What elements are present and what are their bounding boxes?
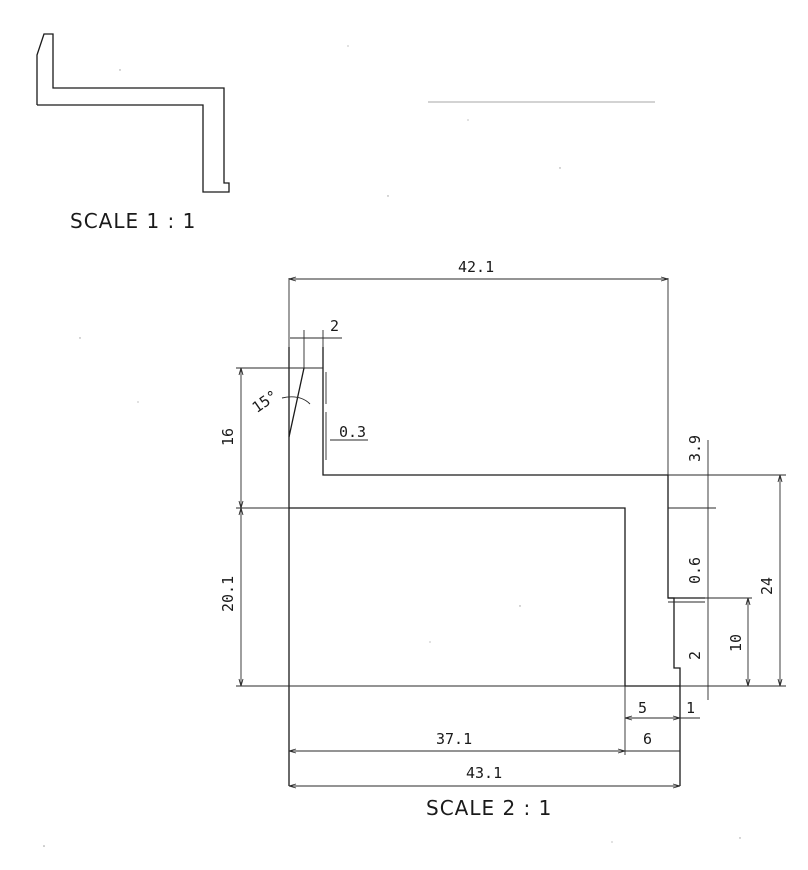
chamfer-line [288, 367, 305, 438]
scale-small-label: SCALE 1 : 1 [70, 209, 196, 233]
dim-offset: 0.3 [339, 423, 366, 441]
arrowheads [238, 276, 783, 789]
dim-bottom-37: 37.1 [436, 730, 472, 748]
dim-bottom-total: 43.1 [466, 764, 502, 782]
dim-right-24: 24 [758, 577, 776, 595]
dimension-lines [236, 278, 786, 787]
scan-specks [43, 45, 741, 847]
dim-right-10: 10 [727, 634, 745, 652]
dim-lip-width: 2 [330, 317, 339, 335]
scale-large-label: SCALE 2 : 1 [426, 796, 552, 820]
dim-top-width: 42.1 [458, 258, 494, 276]
dim-right-small: 2 [686, 651, 704, 660]
dimension-texts: 42.1 2 15° 0.3 16 20.1 3.9 0.6 2 10 24 5… [219, 258, 776, 782]
dim-right-upper-gap: 3.9 [686, 435, 704, 462]
dim-angle: 15° [249, 386, 282, 416]
dim-bottom-6: 6 [643, 730, 652, 748]
profile-small [36, 33, 230, 193]
dim-bottom-1: 1 [686, 699, 695, 717]
dim-left-lower: 20.1 [219, 576, 237, 612]
profile-large [288, 347, 705, 786]
dim-left-upper: 16 [219, 428, 237, 446]
dim-right-mid-gap: 0.6 [686, 557, 704, 584]
dim-bottom-5: 5 [638, 699, 647, 717]
